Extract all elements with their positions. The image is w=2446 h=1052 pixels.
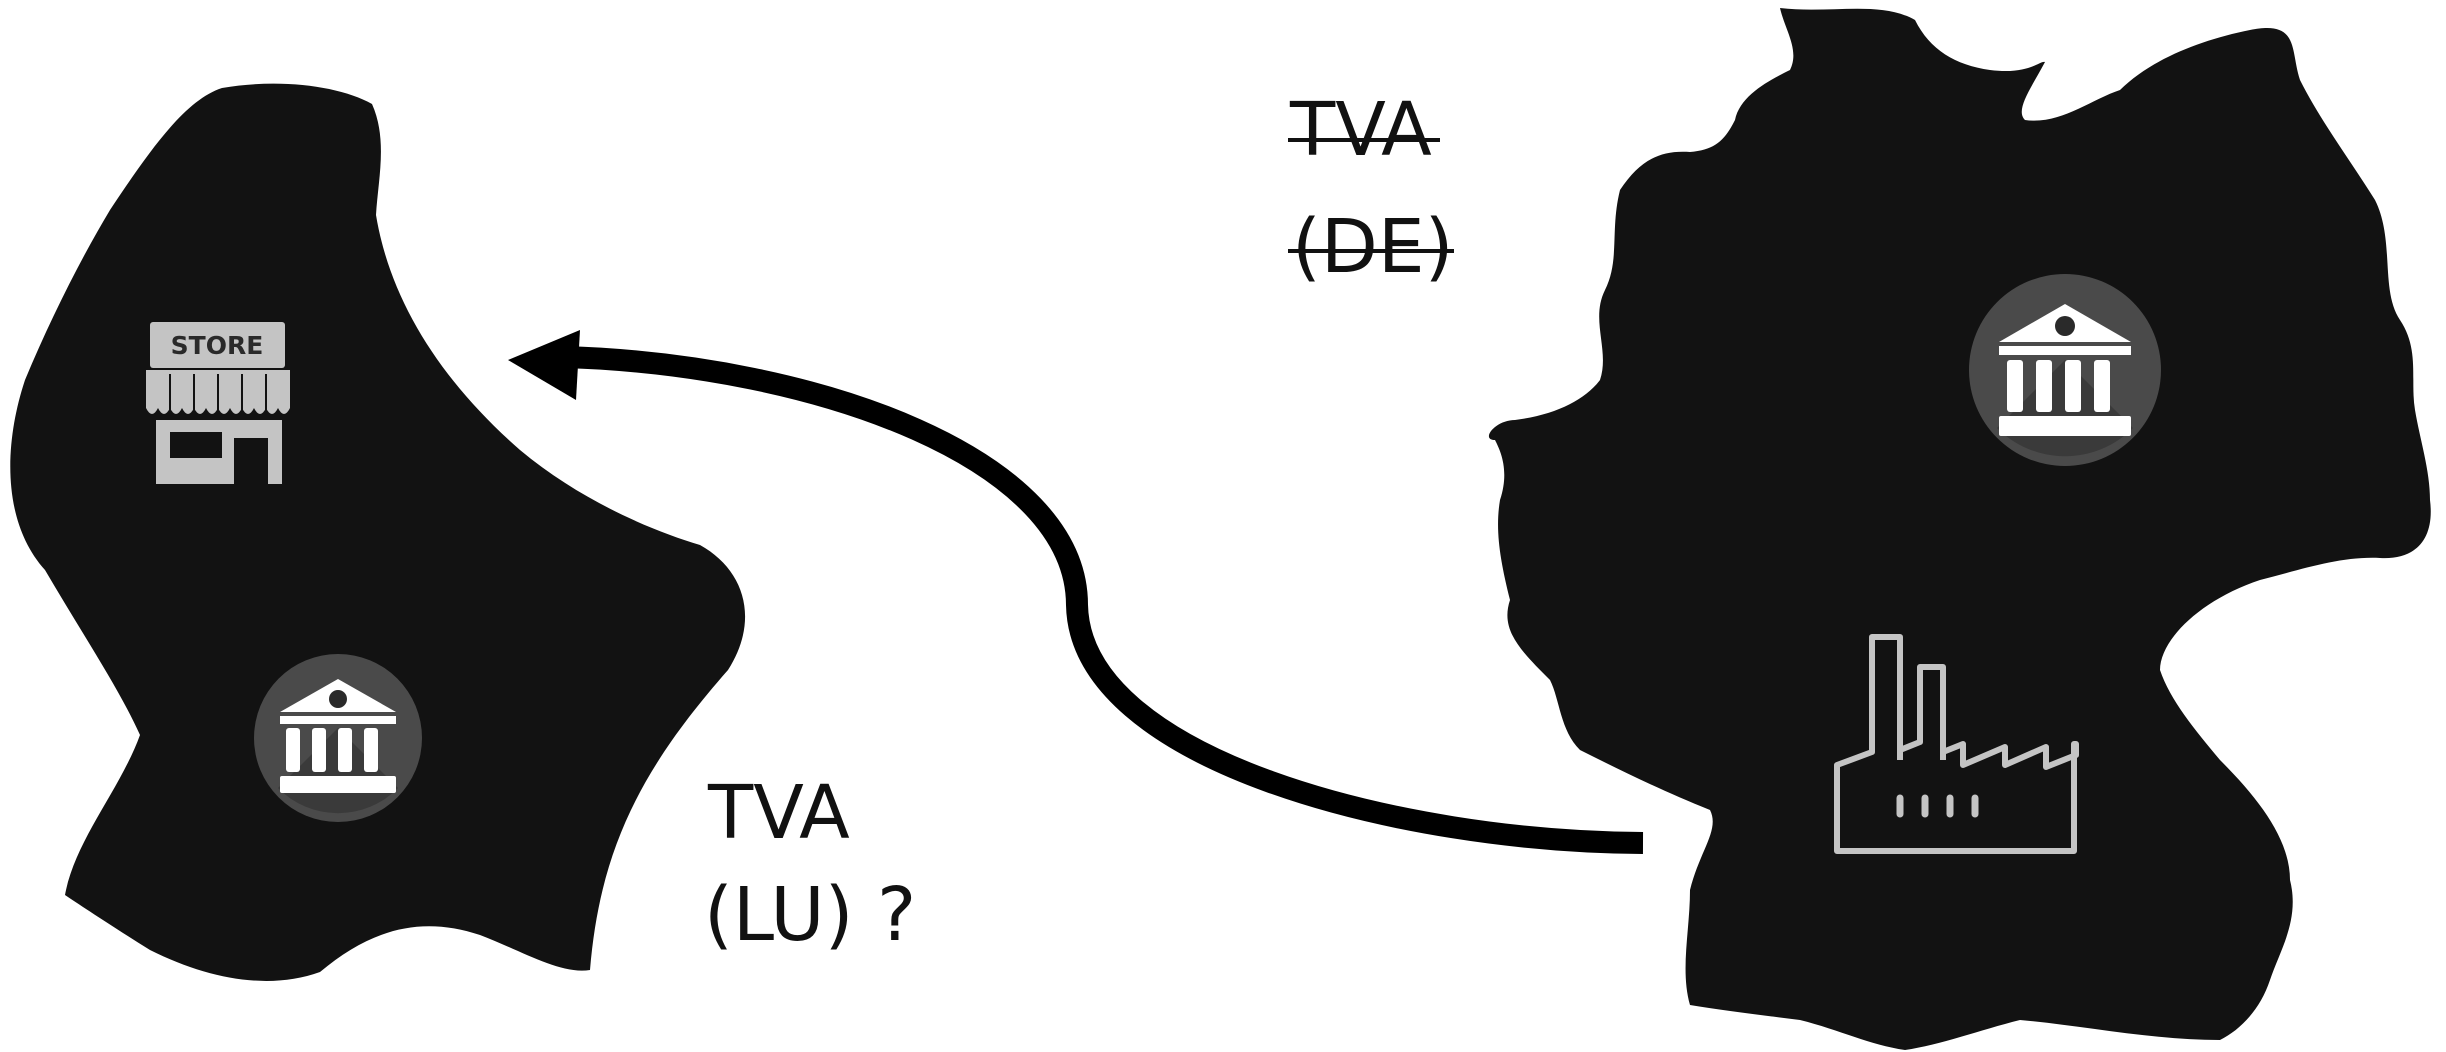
vat-lu-line1: TVA — [707, 770, 850, 856]
germany-shape — [1488, 8, 2431, 1050]
vat-de-line1: TVA — [1289, 87, 1432, 173]
store-icon: STORE — [146, 322, 290, 484]
arrow-icon — [564, 346, 1644, 854]
vat-lu-label: TVA (LU) ? — [704, 770, 916, 958]
vat-lu-line2: (LU) ? — [704, 872, 916, 958]
factory-icon — [1834, 634, 2079, 854]
arrow-head — [508, 330, 580, 400]
vat-de-line2: (DE) — [1292, 204, 1453, 290]
government-building-icon — [1969, 274, 2161, 466]
store-sign-label: STORE — [171, 331, 264, 360]
luxembourg-shape — [10, 83, 746, 981]
vat-de-label: TVA (DE) — [1288, 87, 1454, 290]
government-building-icon — [254, 654, 422, 822]
